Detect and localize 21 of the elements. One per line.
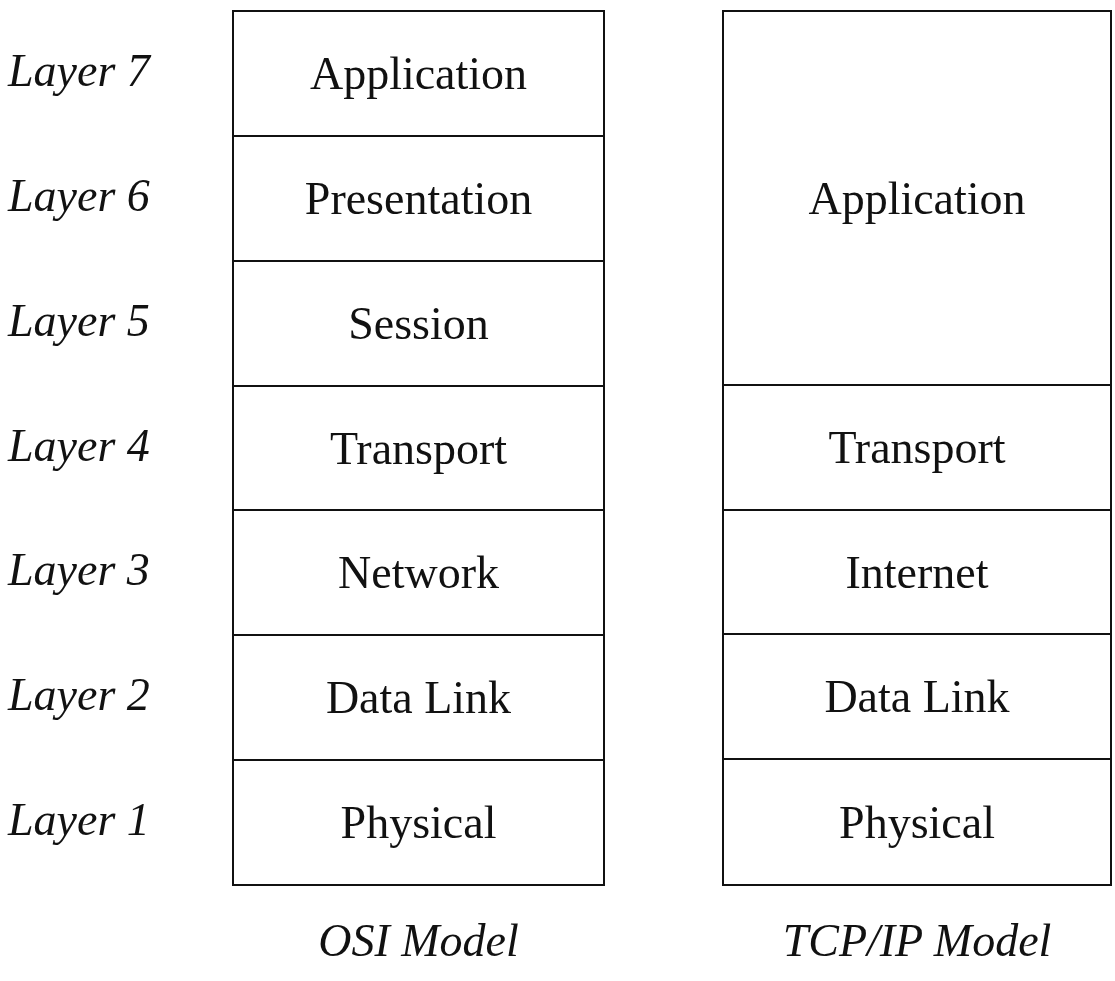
layer-name: Session [348,297,489,350]
layer-name: Internet [845,545,989,599]
layer-number: Layer 7 [8,48,150,94]
model-caption: TCP/IP Model [781,914,1053,967]
layer-number: Layer 1 [8,797,150,843]
layer-number: Layer 3 [8,547,150,593]
layer-name: Data Link [325,671,512,724]
layer-number: Layer 2 [8,672,150,718]
layer-name: Data Link [824,670,1010,723]
layer-number: Layer 4 [8,423,150,469]
layer-name: Physical [839,795,995,849]
layer-name: Transport [828,421,1006,474]
layer-number: Layer 6 [8,173,150,219]
layer-name: Network [338,546,499,599]
layer-name: Physical [340,796,497,849]
layer-name: Application [309,47,528,100]
layer-number: Layer 5 [8,298,150,344]
layer-name: Presentation [304,172,533,225]
layer-name: Transport [329,421,508,475]
model-caption: OSI Model [317,914,520,967]
layer-name: Application [808,171,1026,225]
